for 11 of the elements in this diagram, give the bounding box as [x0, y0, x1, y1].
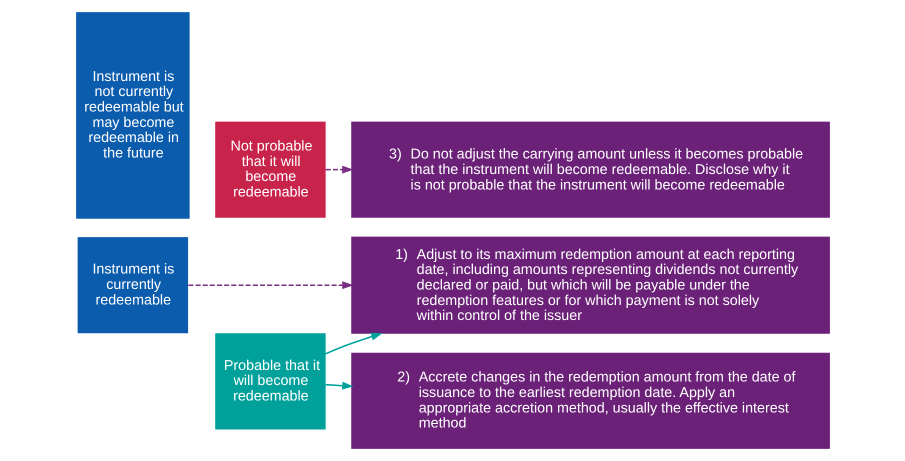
- arrow: [325, 382, 353, 390]
- node-box: 3) Do not adjust the carrying amount unless it becomes probable that the instrument will become redeemable. Disclose why it is not probable that the instrument will become redeemable: [350, 122, 830, 218]
- node-box: Instrument is currently redeemable: [77, 237, 188, 334]
- arrow: [325, 166, 353, 174]
- node-box: 1) Adjust to its maximum redemption amount at each reporting date, including amounts representing dividends not currently declared or paid, but which will be payable under the redemption features or for which payment is not solely within control of the issuer: [350, 236, 830, 334]
- node-box: Instrument is not currently redeemable but may become redeemable in the future: [76, 12, 190, 219]
- arrow: [324, 332, 382, 355]
- node-box: 2) Accrete changes in the redemption amount from the date of issuance to the earliest redemption date. Apply an appropriate accretion method, usually the effective interest method: [350, 352, 830, 449]
- arrow: [188, 281, 354, 290]
- node-box: Not probable that it will become redeemable: [214, 122, 326, 218]
- node-box: Probable that it will become redeemable: [214, 333, 326, 430]
